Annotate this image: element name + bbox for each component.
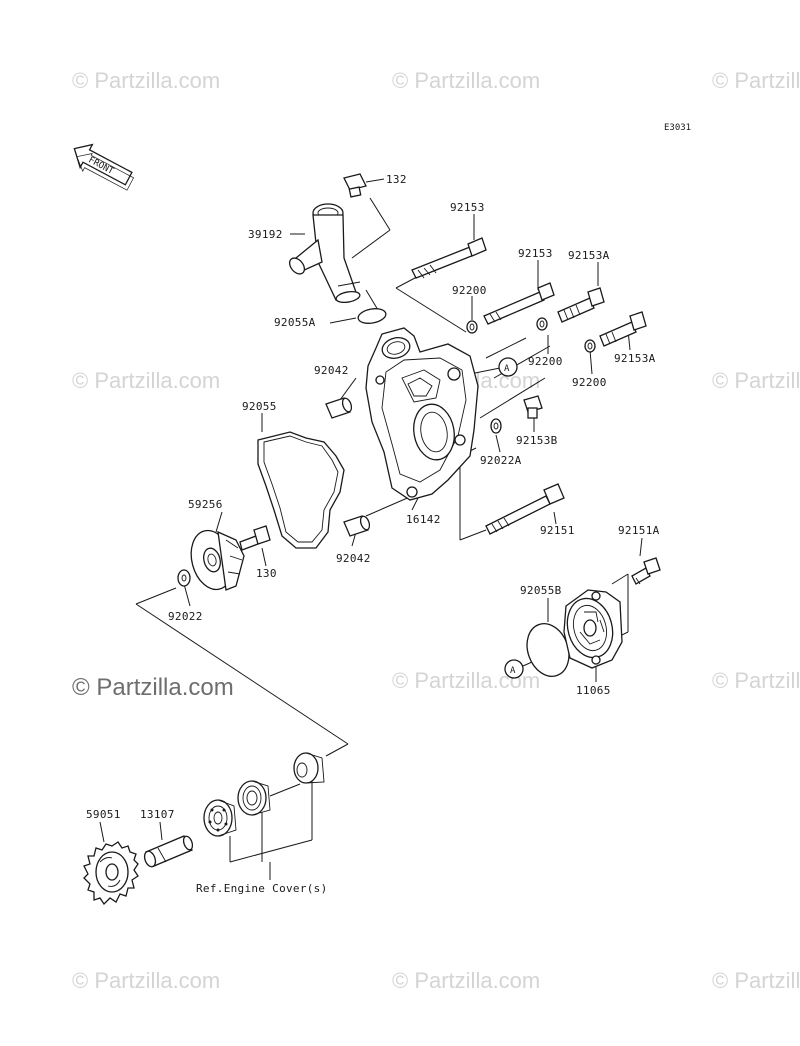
part-label: 92022: [168, 610, 203, 623]
part-label: 92153A: [614, 352, 656, 365]
front-arrow-icon: FRONT: [73, 143, 135, 191]
impeller-59256-icon: [190, 529, 245, 591]
part-label: 92200: [528, 355, 563, 368]
part-labels: 132 39192 92153 92153 92153A 92200 92055…: [86, 173, 660, 895]
watermark-main: © Partzilla.com: [72, 674, 234, 701]
diagram-code: E3031: [664, 123, 691, 133]
bearing-icon: [203, 799, 237, 837]
gasket-92055-icon: [257, 431, 345, 549]
part-label: 92055A: [274, 316, 316, 329]
bolt-132-icon: [343, 173, 367, 198]
part-label: 92042: [314, 364, 349, 377]
o-ring-92055a-icon: [357, 308, 387, 324]
washer-92200-icon: [584, 339, 596, 353]
bolt-92151a-icon: [631, 557, 661, 585]
bolt-92153a-lower-icon: [599, 311, 647, 347]
part-label: 16142: [406, 513, 441, 526]
part-label: 92022A: [480, 454, 522, 467]
coolant-pipe-39192-icon: [288, 203, 361, 303]
washer-92022a-icon: [490, 418, 502, 434]
part-label: 39192: [248, 228, 283, 241]
part-label: 59051: [86, 808, 121, 821]
part-label: 92153B: [516, 434, 558, 447]
washer-92200-icon: [466, 320, 478, 334]
ref-marker-label: A: [510, 666, 516, 676]
part-label: 92153: [518, 247, 553, 260]
shaft-13107-icon: [143, 835, 194, 868]
part-label: 92055: [242, 400, 277, 413]
part-label: 92151: [540, 524, 575, 537]
watermark: © Partzilla.com: [712, 368, 800, 393]
ref-marker-a-lower: A: [504, 659, 524, 679]
part-label: 92200: [572, 376, 607, 389]
bolt-92151-icon: [485, 483, 565, 535]
watermark: © Partzilla.com: [72, 368, 220, 393]
bolt-130-icon: [239, 525, 271, 551]
part-label: 92200: [452, 284, 487, 297]
bolt-92153-lower-icon: [483, 282, 555, 325]
bolt-92153a-upper-icon: [557, 287, 605, 323]
part-label: 11065: [576, 684, 611, 697]
part-label: 13107: [140, 808, 175, 821]
gear-59051-icon: [83, 841, 139, 906]
pump-cover-11065-icon: [563, 589, 623, 669]
watermark: © Partzilla.com: [712, 968, 800, 993]
bolt-92153b-icon: [523, 395, 543, 419]
washer-92200-icon: [536, 317, 548, 331]
part-label: 59256: [188, 498, 223, 511]
dowel-pin-92042-upper-icon: [325, 397, 353, 419]
bolt-92153-upper-icon: [411, 237, 487, 279]
part-label: 92153A: [568, 249, 610, 262]
watermark: © Partzilla.com: [392, 968, 540, 993]
reference-note: Ref.Engine Cover(s): [196, 882, 328, 895]
part-label: 130: [256, 567, 277, 580]
washer-92022-icon: [177, 569, 191, 587]
water-pump-housing-16142-icon: [365, 327, 479, 501]
watermark: © Partzilla.com: [72, 68, 220, 93]
part-label: 92151A: [618, 524, 660, 537]
dowel-pin-92042-lower-icon: [343, 515, 371, 537]
oil-seal-icon: [293, 752, 325, 784]
part-label: 132: [386, 173, 407, 186]
watermark: © Partzilla.com: [712, 668, 800, 693]
part-label: 92042: [336, 552, 371, 565]
leader-lines: [99, 178, 643, 880]
watermark: © Partzilla.com: [712, 68, 800, 93]
part-label: 92153: [450, 201, 485, 214]
watermark: © Partzilla.com: [72, 968, 220, 993]
part-label: 92055B: [520, 584, 562, 597]
ref-marker-a-upper: A: [498, 357, 518, 377]
watermark: © Partzilla.com: [392, 68, 540, 93]
ref-marker-label: A: [504, 364, 510, 374]
bearing-icon: [237, 780, 271, 816]
